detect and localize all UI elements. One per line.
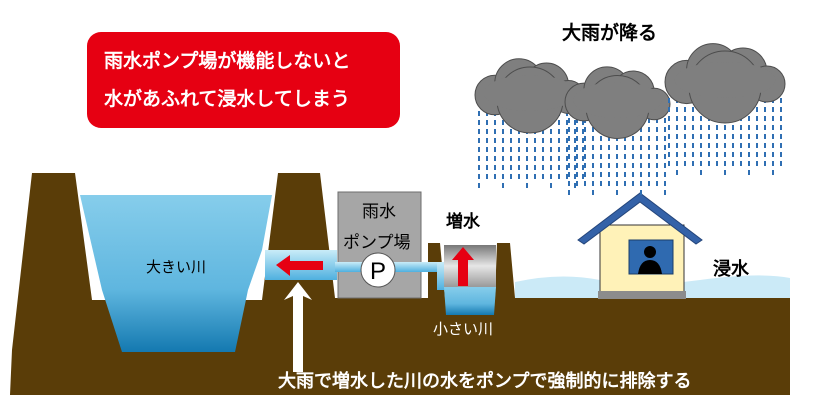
big-river-label: 大きい川 [146,258,207,276]
pump-icon [360,252,396,288]
water-rise-label: 増水 [446,212,480,232]
left-arrow-icon [276,255,323,276]
warning-line-2: 水があふれて浸水してしまう [104,88,350,110]
heavy-rain-label: 大雨が降る [562,22,658,44]
caption: 大雨で増水した川の水をポンプで強制的に排除する [278,371,692,392]
pump-symbol: P [370,258,386,285]
small-river-water [444,287,496,315]
warning-box: 雨水ポンプ場が機能しないと 水があふれて浸水してしまう [87,32,400,128]
pump-station-label-1: 雨水 [362,202,396,222]
house-icon [577,192,703,299]
up-arrow-icon [452,247,474,286]
cloud-icon [483,75,577,111]
rising-water-zone [444,245,496,287]
white-up-arrow-icon [284,282,312,372]
cloud-icon [674,62,776,98]
pipe-down [437,262,445,290]
big-river-water [80,195,272,352]
warning-line-1: 雨水ポンプ場が機能しないと [104,50,351,72]
flooding-label: 浸水 [713,259,749,280]
pump-station-label-2: ポンプ場 [343,233,411,253]
small-river-label: 小さい川 [433,320,494,338]
rain-clouds [474,43,786,195]
cloud-icon [573,82,662,118]
